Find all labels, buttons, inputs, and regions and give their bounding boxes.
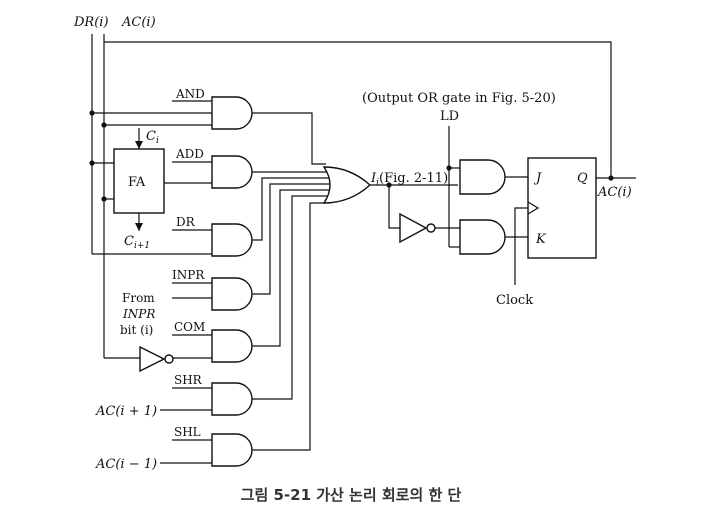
ac-input-label: AC(i) — [121, 15, 156, 30]
complement-inverter-icon — [139, 345, 166, 373]
com-control-gate: COM — [104, 320, 253, 373]
and-control-gate: AND — [89, 87, 253, 130]
ac-output-label: AC(i) — [597, 185, 632, 200]
k-and-gate — [459, 219, 528, 255]
input-buses — [91, 34, 612, 358]
bit-i-label: bit (i) — [120, 323, 153, 337]
carry-out-label: Ci+1 — [124, 234, 150, 251]
dr-control-gate: DR — [92, 215, 253, 257]
shr-signal-label: SHR — [174, 373, 203, 387]
inpr-control-gate: INPR From INPR bit (i) — [120, 268, 253, 337]
carry-out-arrow-icon — [135, 223, 143, 231]
carry-in-arrow-icon — [135, 141, 143, 149]
add-control-gate: ADD — [164, 147, 253, 189]
ld-line: LD — [440, 109, 460, 248]
gate-output-wires — [252, 112, 337, 451]
com-signal-label: COM — [174, 320, 205, 334]
full-adder-label: FA — [128, 175, 146, 190]
ac-minus-input-label: AC(i − 1) — [95, 457, 157, 472]
clock-input-icon — [527, 201, 540, 215]
carry-in-label: Ci — [146, 129, 159, 146]
shr-control-gate: SHR AC(i + 1) — [95, 373, 253, 419]
full-adder: FA Ci Ci+1 — [89, 128, 165, 251]
k-inverter-icon — [399, 212, 428, 244]
shl-control-gate: SHL AC(i − 1) — [95, 425, 253, 472]
shl-signal-label: SHL — [174, 425, 201, 439]
ac-plus-input-label: AC(i + 1) — [95, 404, 157, 419]
from-label: From — [122, 291, 155, 305]
output-or-gate: (Output OR gate in Fig. 5-20) Ii(Fig. 2-… — [322, 91, 556, 204]
inpr-bit-label: INPR — [122, 307, 155, 321]
dr-signal-label: DR — [176, 215, 196, 229]
ac-output: AC(i) — [596, 175, 636, 200]
or-gate-note: (Output OR gate in Fig. 5-20) — [362, 91, 556, 106]
q-output-label: Q — [577, 171, 588, 186]
and-signal-label: AND — [175, 87, 205, 101]
add-signal-label: ADD — [175, 147, 204, 161]
figure-caption: 그림 5-21 가산 논리 회로의 한 단 — [241, 486, 462, 504]
k-input-label: K — [535, 232, 547, 247]
clock-label: Clock — [496, 293, 533, 308]
dr-input-label: DR(i) — [73, 15, 109, 30]
jk-flip-flop: J K Q Clock — [496, 157, 597, 308]
j-input-label: J — [533, 171, 542, 186]
j-and-gate — [459, 159, 528, 195]
or-output-label: Ii(Fig. 2-11) — [370, 171, 448, 188]
inpr-signal-label: INPR — [172, 268, 205, 282]
ld-label: LD — [440, 109, 459, 124]
or-output-wires — [370, 182, 460, 244]
